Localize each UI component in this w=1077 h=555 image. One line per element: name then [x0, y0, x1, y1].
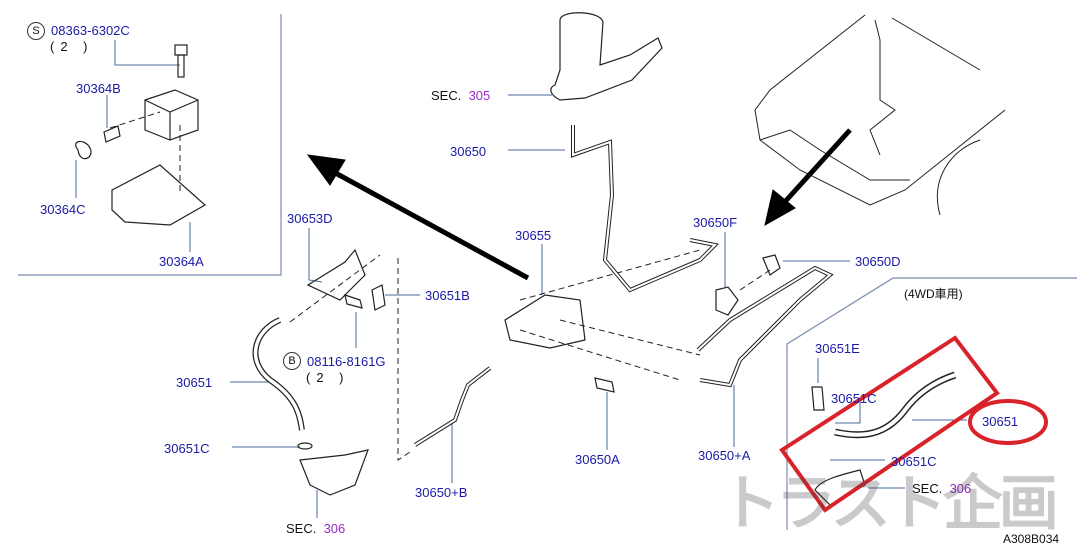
clip-30651b — [371, 284, 386, 311]
standard-part-b-badge: B — [283, 352, 301, 370]
operating-cylinder-left — [299, 449, 369, 496]
inset-frame-left — [18, 14, 282, 276]
part-label-30653d[interactable]: 30653D — [287, 211, 333, 226]
part-label-30651c-r1[interactable]: 30651C — [831, 391, 877, 406]
qty-08363: (2 ) — [50, 39, 94, 54]
drawing-code: A308B034 — [1003, 532, 1060, 546]
watermark: トラスト企画 — [720, 469, 1059, 539]
clip-30650f — [715, 286, 739, 316]
standard-part-s-badge: S — [27, 22, 45, 40]
part-label-30651-left[interactable]: 30651 — [176, 375, 213, 390]
highlight-ellipse — [968, 399, 1048, 445]
junction-block-30655 — [504, 294, 586, 349]
sec-prefix: SEC. — [912, 481, 943, 496]
highlight-box — [779, 335, 1000, 513]
clip-30650d — [762, 254, 781, 276]
master-cylinder — [550, 12, 663, 101]
inset-4wd-note: (4WD車用) — [904, 287, 963, 301]
clip-30364c — [75, 140, 92, 160]
pipe-30650-plus-a — [696, 265, 834, 388]
part-label-08116-8161g[interactable]: 08116-8161G — [307, 354, 386, 369]
part-label-30364b[interactable]: 30364B — [76, 81, 121, 96]
screw-30364b — [103, 125, 121, 143]
sec-link-306-right[interactable]: 306 — [949, 481, 972, 496]
part-label-30364a[interactable]: 30364A — [159, 254, 204, 269]
bracket-30653d — [306, 248, 366, 301]
inset-frame-4wd — [786, 277, 1077, 530]
dashed-lines — [109, 111, 771, 461]
part-label-30651c-left[interactable]: 30651C — [164, 441, 210, 456]
leader-lines — [75, 40, 967, 518]
sec-link-305[interactable]: 305 — [468, 88, 491, 103]
bracket-30364b — [144, 89, 199, 141]
sec-link-306-left[interactable]: 306 — [323, 521, 346, 536]
arrows — [306, 128, 852, 281]
bolt-30651e — [811, 386, 825, 411]
part-label-30650[interactable]: 30650 — [450, 144, 487, 159]
part-label-30655[interactable]: 30655 — [515, 228, 552, 243]
washer-30651c-left — [297, 442, 313, 450]
part-label-30650d[interactable]: 30650D — [855, 254, 901, 269]
part-label-30650-plus-b[interactable]: 30650+B — [415, 485, 468, 500]
sec-prefix: SEC. — [431, 88, 462, 103]
pipe-30650 — [571, 125, 720, 293]
part-label-30650-plus-a[interactable]: 30650+A — [698, 448, 751, 463]
part-label-08363-6302c[interactable]: 08363-6302C — [51, 23, 130, 38]
part-label-30651c-r2[interactable]: 30651C — [891, 454, 937, 469]
qty-08116: (2 ) — [306, 370, 350, 385]
part-label-30651-right[interactable]: 30651 — [982, 414, 1019, 429]
part-label-30651b[interactable]: 30651B — [425, 288, 470, 303]
sec-label-306-right: SEC. 306 — [912, 482, 971, 495]
part-label-30650a[interactable]: 30650A — [575, 452, 620, 467]
bracket-30364a — [111, 164, 207, 226]
part-label-30650f[interactable]: 30650F — [693, 215, 738, 230]
sec-label-305: SEC. 305 — [431, 89, 490, 102]
part-label-30651e[interactable]: 30651E — [815, 341, 860, 356]
sec-label-306-left: SEC. 306 — [286, 522, 345, 535]
bolt-08116 — [344, 294, 363, 309]
bolt-08363 — [174, 44, 188, 78]
part-label-30364c[interactable]: 30364C — [40, 202, 86, 217]
vehicle-outline — [754, 14, 1006, 216]
bolt-30650a — [594, 377, 615, 393]
sec-prefix: SEC. — [286, 521, 317, 536]
